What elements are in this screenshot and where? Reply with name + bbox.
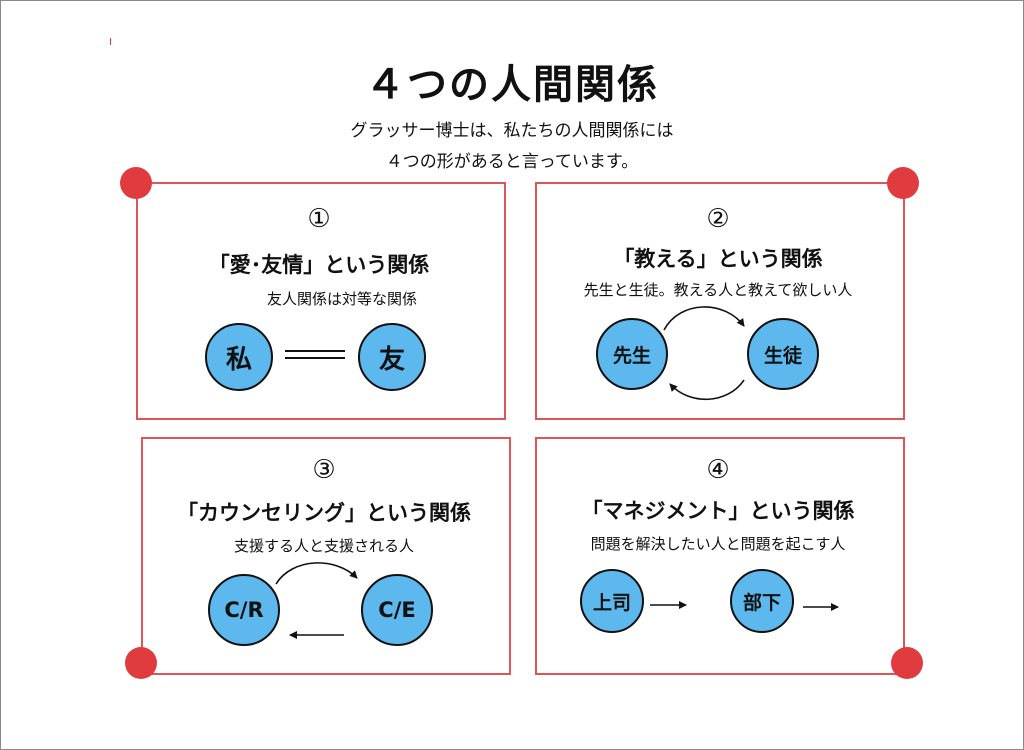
panel-2-box bbox=[535, 182, 905, 420]
panel-1-description: 友人関係は対等な関係 bbox=[266, 290, 417, 308]
panel-3-description: 支援する人と支援される人 bbox=[233, 537, 414, 555]
panel-1-equal-sign bbox=[285, 350, 345, 359]
corner-dot-bottom-right bbox=[891, 647, 923, 679]
panel-4-heading: 「マネジメント」という関係 bbox=[581, 499, 855, 523]
panel-4-number: ④ bbox=[706, 455, 730, 485]
panel-1-number: ① bbox=[307, 204, 331, 234]
panel-4-description: 問題を解決したい人と問題を起こす人 bbox=[590, 535, 846, 553]
panel-4-box bbox=[535, 437, 905, 675]
corner-dot-top-right bbox=[887, 167, 919, 199]
panel-3-node-client: C/E bbox=[361, 574, 433, 646]
corner-dot-top-left bbox=[120, 167, 152, 199]
corner-dot-bottom-left bbox=[125, 647, 157, 679]
panel-3-box bbox=[141, 437, 511, 675]
subtitle-line-2: ４つの形があると言っています。 bbox=[385, 152, 639, 172]
panel-2-node-teacher: 先生 bbox=[596, 318, 668, 390]
red-tick-mark bbox=[110, 38, 111, 45]
panel-1-node-self: 私 bbox=[205, 323, 273, 391]
panel-2-description: 先生と生徒。教える人と教えて欲しい人 bbox=[583, 281, 853, 299]
panel-3-heading: 「カウンセリング」という関係 bbox=[177, 501, 471, 525]
page-title: ４つの人間関係 bbox=[365, 62, 659, 108]
panel-2-node-student: 生徒 bbox=[747, 318, 819, 390]
panel-1-heading: 「愛･友情」という関係 bbox=[208, 253, 430, 277]
panel-4-node-boss: 上司 bbox=[580, 569, 644, 633]
panel-2-arrow-teacher-to-student bbox=[663, 306, 745, 331]
subtitle-line-1: グラッサー博士は、私たちの人間関係には bbox=[350, 121, 674, 141]
panel-1-box bbox=[136, 182, 506, 420]
panel-3-number: ③ bbox=[312, 455, 336, 485]
panel-2-heading: 「教える」という関係 bbox=[613, 247, 823, 271]
panel-1-node-friend: 友 bbox=[358, 323, 426, 391]
panel-3-arrow-counselor-to-client bbox=[275, 562, 358, 585]
panel-4-node-subordinate: 部下 bbox=[730, 569, 794, 633]
panel-2-number: ② bbox=[706, 204, 730, 234]
panel-3-node-counselor: C/R bbox=[208, 574, 280, 646]
panel-2-arrow-student-to-teacher bbox=[669, 379, 745, 401]
